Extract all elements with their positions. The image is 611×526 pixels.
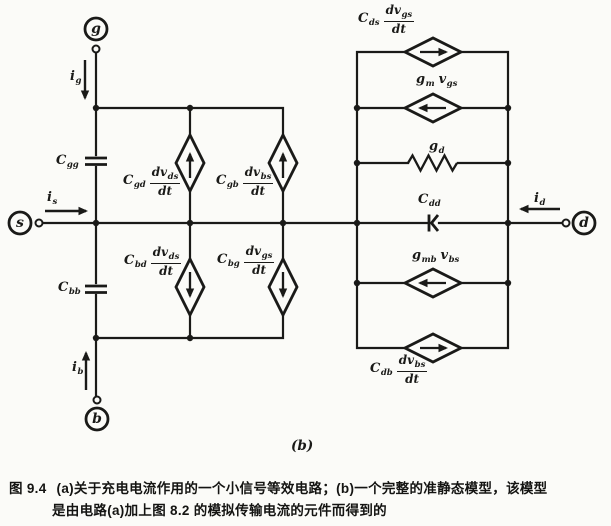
terminal-g-node xyxy=(91,44,101,54)
source-cdb-diamond xyxy=(401,332,465,364)
source-cgd-diamond xyxy=(174,131,206,195)
resistor-gd-label: gd xyxy=(429,139,445,156)
capacitor-cgg-symbol xyxy=(85,156,107,166)
terminal-s-label: s xyxy=(16,215,24,231)
terminal-b-node xyxy=(92,395,102,405)
source-cbd-diamond xyxy=(174,255,206,319)
capacitor-cgg-label: Cgg xyxy=(56,153,79,170)
figure-caption-line2: 是由电路(a)加上图 8.2 的模拟传输电流的元件而得到的 xyxy=(52,503,387,518)
source-gmb-diamond xyxy=(401,267,465,299)
current-is-label: is xyxy=(47,190,58,207)
source-gm-diamond xyxy=(401,92,465,124)
current-ib-label: ib xyxy=(72,360,84,377)
resistor-gd-symbol xyxy=(407,153,458,173)
capacitor-cdd-symbol xyxy=(427,214,440,232)
wire-network xyxy=(41,50,564,398)
source-cgb-diamond xyxy=(267,131,299,195)
source-cds-diamond xyxy=(401,36,465,68)
capacitor-cbb-symbol xyxy=(85,284,107,294)
source-cbg-diamond xyxy=(267,255,299,319)
current-ig-label: ig xyxy=(70,69,82,86)
terminal-d-label: d xyxy=(579,215,589,231)
terminal-b-circle xyxy=(84,406,110,432)
capacitor-cdd-label: Cdd xyxy=(418,192,441,209)
junction-dots xyxy=(92,104,512,342)
terminal-d-node xyxy=(561,218,571,228)
terminal-d-circle xyxy=(571,210,597,236)
current-id-label: id xyxy=(534,191,546,208)
capacitor-cbb-label: Cbb xyxy=(58,280,81,297)
part-label-b: (b) xyxy=(291,438,314,454)
terminal-g-circle xyxy=(83,16,109,42)
figure-number: 图 9.4 xyxy=(9,481,47,496)
figure-caption-line1: 图 9.4(a)关于充电电流作用的一个小信号等效电路；(b)一个完整的准静态模型… xyxy=(9,481,548,496)
terminal-b-label: b xyxy=(92,411,102,427)
terminal-s-node xyxy=(34,218,44,228)
terminal-g-label: g xyxy=(91,21,101,37)
terminal-s-circle xyxy=(7,210,33,236)
